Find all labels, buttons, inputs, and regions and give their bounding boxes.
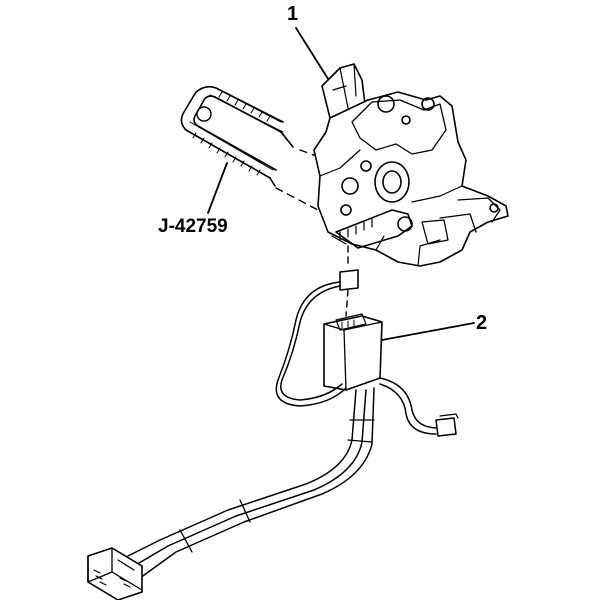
callout-item-1: 1 [287, 3, 299, 25]
leader-line-2 [381, 322, 475, 341]
leader-line-1 [295, 27, 331, 83]
tool-fork [180, 85, 323, 211]
callout-item-2: 2 [476, 312, 488, 334]
wiring-harness [127, 281, 459, 579]
leader-line-tool [207, 162, 228, 214]
latch-connection-line [345, 245, 349, 317]
callout-tool-number: J-42759 [158, 216, 228, 237]
latch-connector [339, 269, 359, 291]
switch-module [323, 313, 383, 391]
leader-lines [207, 27, 475, 341]
harness-end-connector [87, 547, 143, 600]
latch-assembly [313, 63, 509, 267]
